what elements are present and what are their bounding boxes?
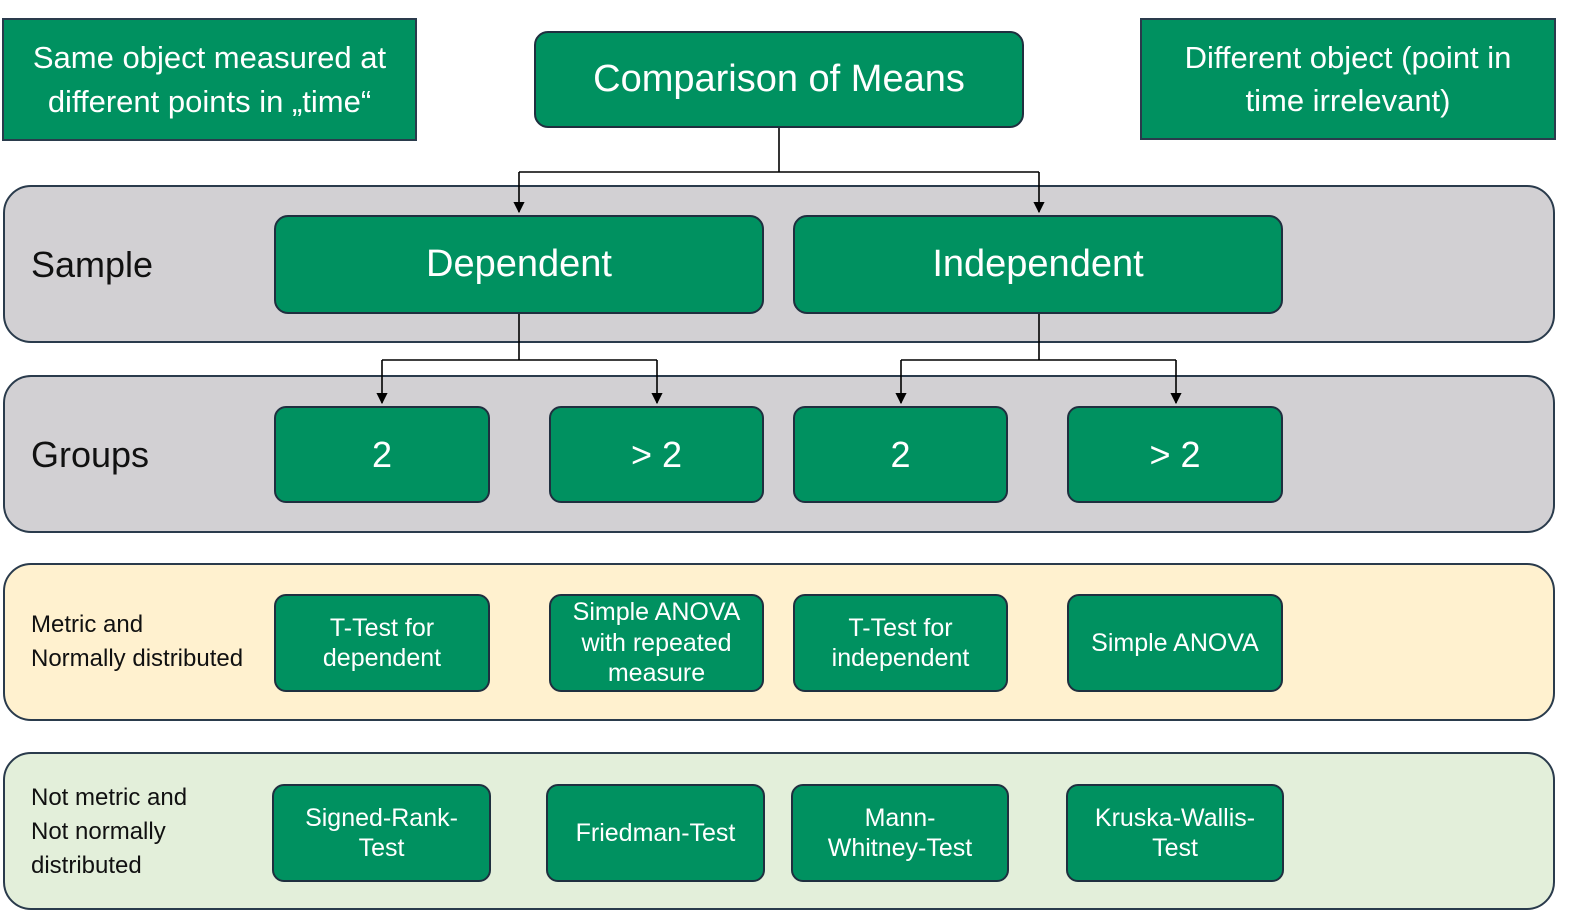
signed-rank-test-box: Signed-Rank-Test: [272, 784, 491, 882]
mann-whitney-test-box: Mann-Whitney-Test: [791, 784, 1009, 882]
nonmetric-band: Not metric and Not normally distributed: [3, 752, 1555, 910]
nonmetric-label-line1: Not metric and: [31, 784, 188, 811]
independent-more-groups-box: > 2: [1067, 406, 1283, 503]
groups-band: Groups: [3, 375, 1555, 533]
independent-2-groups-box: 2: [793, 406, 1008, 503]
independent-box: Independent: [793, 215, 1283, 314]
metric-label-line1: Metric and: [31, 611, 144, 638]
groups-row-label: Groups: [31, 434, 150, 475]
simple-anova-box: Simple ANOVA: [1067, 594, 1283, 692]
dependent-more-groups-box: > 2: [549, 406, 764, 503]
t-test-dependent-box: T-Test for dependent: [274, 594, 490, 692]
metric-row-label: Metric and Normally distributed: [31, 611, 243, 674]
sample-band: Sample: [3, 185, 1555, 343]
t-test-independent-box: T-Test for independent: [793, 594, 1008, 692]
sample-row-label: Sample: [31, 244, 154, 285]
friedman-test-box: Friedman-Test: [546, 784, 765, 882]
nonmetric-row-label: Not metric and Not normally distributed: [31, 784, 187, 880]
note-different-object: Different object (point in time irreleva…: [1140, 18, 1556, 140]
metric-label-line2: Normally distributed: [31, 644, 244, 672]
dependent-box: Dependent: [274, 215, 764, 314]
kruskal-wallis-test-box: Kruska-Wallis-Test: [1066, 784, 1284, 882]
anova-repeated-measure-box: Simple ANOVA with repeated measure: [549, 594, 764, 692]
note-same-object: Same object measured at different points…: [2, 18, 417, 141]
nonmetric-label-line2: Not normally: [31, 817, 166, 845]
dependent-2-groups-box: 2: [274, 406, 490, 503]
metric-band: Metric and Normally distributed: [3, 563, 1555, 721]
comparison-of-means-box: Comparison of Means: [534, 31, 1024, 128]
nonmetric-label-line3: distributed: [31, 851, 142, 879]
